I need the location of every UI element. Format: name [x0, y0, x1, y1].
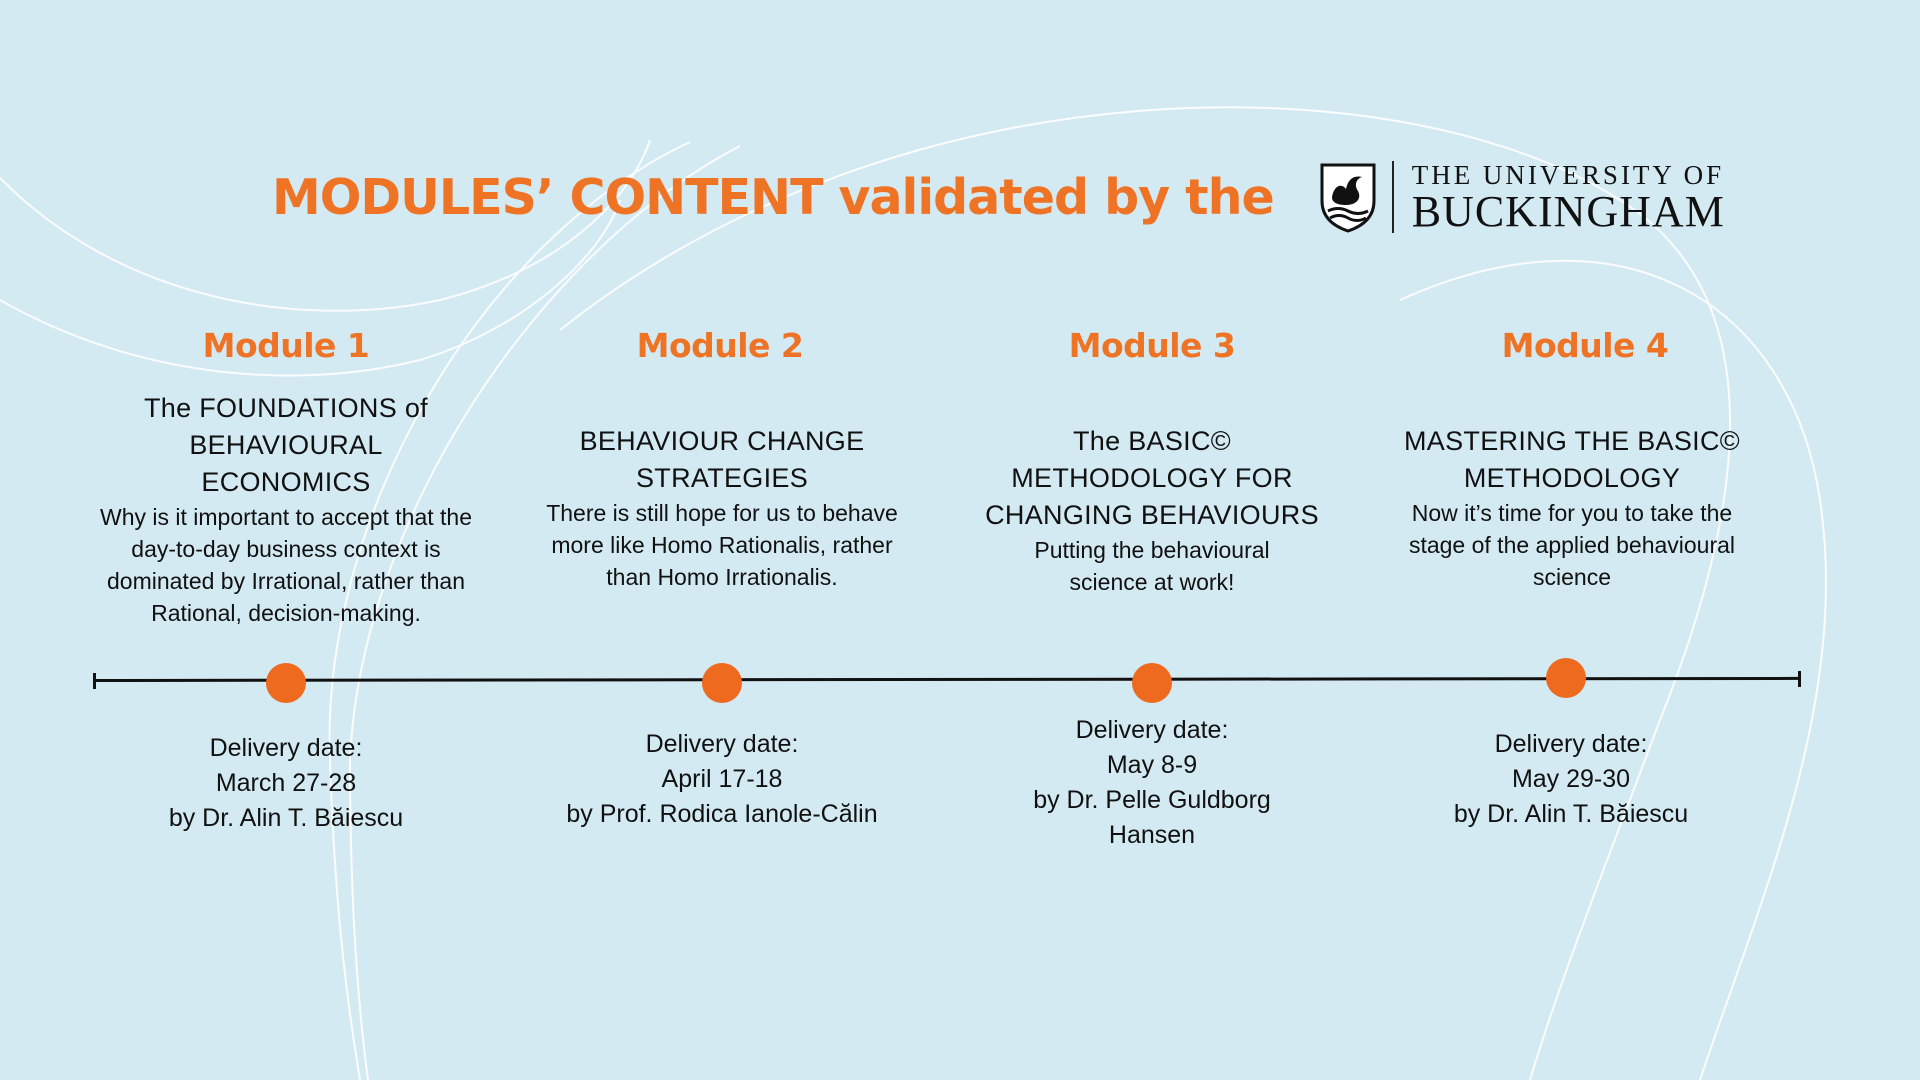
module-3-delivery-label: Delivery date:: [1075, 716, 1229, 744]
module-3-content: The BASIC© METHODOLOGY FOR CHANGING BEHA…: [962, 423, 1342, 598]
module-4-title: MASTERING THE BASIC© METHODOLOGY: [1404, 426, 1740, 493]
module-4-description: Now it’s time for you to take the stage …: [1408, 500, 1736, 590]
module-4-date: May 29-30: [1511, 765, 1631, 793]
module-2-presenter: by Prof. Rodica Ianole-Călin: [566, 800, 878, 828]
module-1-description: Why is it important to accept that the d…: [100, 504, 472, 626]
module-2-date: April 17-18: [661, 765, 783, 793]
module-2-title: BEHAVIOUR CHANGE STRATEGIES: [579, 426, 865, 493]
university-logo: THE UNIVERSITY OF BUCKINGHAM: [1318, 160, 1725, 234]
module-1-label: Module 1: [202, 326, 370, 365]
module-1-title: The FOUNDATIONS of BEHAVIOURAL ECONOMICS: [144, 393, 428, 497]
swan-crest-icon: [1320, 163, 1376, 233]
module-3-description: Putting the behavioural science at work!: [1034, 537, 1270, 595]
module-4-marker: [1546, 658, 1586, 698]
module-1-marker: [266, 663, 306, 703]
module-2-delivery: Delivery date: April 17-18 by Prof. Rodi…: [512, 727, 932, 832]
module-3-title: The BASIC© METHODOLOGY FOR CHANGING BEHA…: [985, 426, 1319, 530]
module-4-content: MASTERING THE BASIC© METHODOLOGY Now it’…: [1382, 423, 1762, 593]
timeline-start-tick: [93, 673, 96, 689]
module-2-description: There is still hope for us to behave mor…: [546, 500, 898, 590]
module-3-delivery: Delivery date: May 8-9 by Dr. Pelle Guld…: [1002, 713, 1302, 853]
module-2-delivery-label: Delivery date:: [645, 730, 799, 758]
module-4-label: Module 4: [1501, 326, 1669, 365]
module-1-presenter: by Dr. Alin T. Băiescu: [168, 804, 404, 832]
logo-divider: [1391, 161, 1394, 233]
timeline-end-tick: [1798, 671, 1801, 687]
logo-line-1: THE UNIVERSITY OF: [1411, 160, 1725, 190]
module-2-marker: [702, 663, 742, 703]
module-3-marker: [1132, 663, 1172, 703]
module-3-presenter: by Dr. Pelle Guldborg Hansen: [1033, 786, 1271, 849]
header: MODULES’ CONTENT validated by the THE UN…: [272, 160, 1725, 234]
module-3-date: May 8-9: [1106, 751, 1198, 779]
module-1-delivery-label: Delivery date:: [209, 734, 363, 762]
module-1-content: The FOUNDATIONS of BEHAVIOURAL ECONOMICS…: [96, 390, 476, 629]
module-4-delivery-label: Delivery date:: [1494, 730, 1648, 758]
module-3-label: Module 3: [1068, 326, 1236, 365]
logo-line-2: BUCKINGHAM: [1411, 187, 1725, 236]
module-1-delivery: Delivery date: March 27-28 by Dr. Alin T…: [76, 731, 496, 836]
logo-wordmark: THE UNIVERSITY OF BUCKINGHAM: [1412, 160, 1725, 234]
page-title: MODULES’ CONTENT validated by the: [272, 168, 1275, 226]
module-4-delivery: Delivery date: May 29-30 by Dr. Alin T. …: [1361, 727, 1781, 832]
module-2-content: BEHAVIOUR CHANGE STRATEGIES There is sti…: [542, 423, 902, 593]
module-4-presenter: by Dr. Alin T. Băiescu: [1453, 800, 1689, 828]
module-2-label: Module 2: [636, 326, 804, 365]
module-1-date: March 27-28: [215, 769, 357, 797]
